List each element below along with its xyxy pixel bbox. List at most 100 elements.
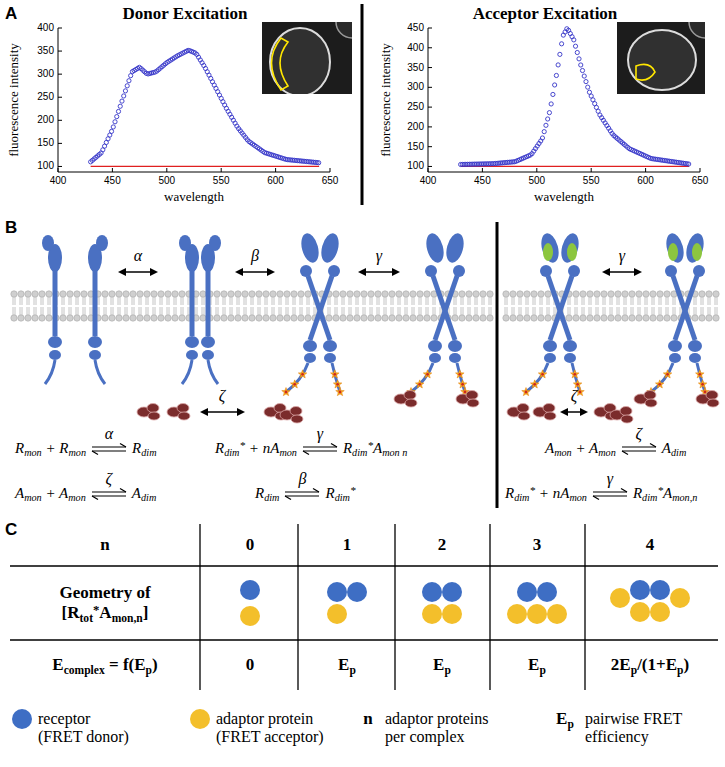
lipid-head [587, 291, 593, 297]
equation: Amon + AmonζAdim [545, 425, 686, 457]
lipid-tail [412, 297, 414, 315]
tick-label: 300 [37, 68, 54, 80]
adaptor-domain [147, 404, 159, 413]
lipid-head [466, 291, 472, 297]
panel-title: Acceptor Excitation [473, 4, 618, 24]
legend-text: adaptor protein (FRET acceptor) [216, 710, 331, 747]
arrow-stroke [92, 496, 126, 497]
text-part: 0 [246, 655, 255, 674]
lipid-head [524, 291, 530, 297]
data-point [111, 125, 115, 129]
lipid-tail [20, 297, 22, 315]
lipid-head [545, 291, 551, 297]
arrow-stroke [593, 492, 627, 493]
lipid-head [459, 291, 465, 297]
legend-text: receptor (FRET donor) [38, 710, 133, 747]
arrow-head [118, 268, 126, 276]
lipid-head [270, 291, 276, 297]
receptor-domain [663, 231, 686, 264]
receptor-tail [95, 360, 105, 384]
table-cell: Ep [528, 655, 546, 675]
receptor-tail [411, 363, 433, 392]
lipid-head [242, 291, 248, 297]
equation-term: Rdim [255, 485, 279, 502]
axis-tick [58, 120, 62, 121]
table-rule [10, 565, 718, 566]
axis-title: fluorescence intensity [379, 43, 394, 157]
phosphorylation-site [538, 370, 547, 378]
plot-axis [428, 28, 700, 172]
kinase-domain [202, 350, 214, 360]
lipid-head [32, 315, 38, 321]
lipid-tail [482, 297, 484, 315]
panel-letter: A [5, 4, 17, 24]
data-point [116, 109, 120, 113]
axis-tick [58, 166, 62, 167]
data-point [113, 120, 117, 124]
adaptor-domain [404, 391, 416, 400]
phosphorylation-site [423, 370, 432, 378]
lipid-bilayer [11, 291, 493, 321]
adaptor-circle [650, 602, 670, 622]
lipid-tail [48, 297, 50, 315]
lipid-tail [419, 297, 421, 315]
text-part: A [589, 440, 598, 456]
lipid-head [368, 291, 374, 297]
adaptor-domain [466, 391, 478, 400]
lipid-head [382, 315, 388, 321]
lipid-tail [398, 297, 400, 315]
equilibrium-arrow [301, 443, 339, 455]
subscript: mon [68, 492, 86, 503]
receptor-domain [300, 265, 312, 277]
lipid-tail [104, 297, 106, 315]
arrow-head [602, 268, 610, 276]
equation: Rdim* + nAmonγRdim*Amon,n [505, 470, 697, 502]
data-point [553, 83, 557, 87]
kinase-domain [186, 350, 198, 360]
phosphorylation-site [663, 370, 672, 378]
lipid-head [137, 315, 143, 321]
lipid-head [629, 315, 635, 321]
lipid-head [692, 315, 698, 321]
lipid-tail [223, 297, 225, 315]
lipid-head [18, 291, 24, 297]
lipid-tail [265, 297, 267, 315]
arrow-stroke [593, 496, 599, 500]
receptor-domain [318, 231, 341, 264]
lipid-tail [118, 297, 120, 315]
lipid-head [123, 291, 129, 297]
lipid-head [608, 315, 614, 321]
adaptor-domain [467, 399, 479, 407]
arrow-stroke [622, 451, 628, 455]
lipid-head [235, 315, 241, 321]
lipid-head [396, 291, 402, 297]
lipid-tail [174, 297, 176, 315]
lipid-tail [673, 297, 675, 315]
lipid-head [25, 315, 31, 321]
lipid-tail [624, 297, 626, 315]
lipid-head [389, 291, 395, 297]
axis-tick [330, 168, 331, 172]
lipid-tail [244, 297, 246, 315]
adaptor-protein [456, 391, 479, 408]
panel-letter: C [5, 520, 17, 540]
text-part: = f( [105, 655, 135, 674]
lipid-head [165, 291, 171, 297]
lipid-tail [433, 297, 435, 315]
equation-term: Rdim* + nAmon [215, 440, 297, 457]
adaptor-circle [442, 604, 462, 624]
lipid-head [11, 315, 17, 321]
lipid-head [298, 315, 304, 321]
data-point [540, 136, 544, 140]
receptor-domain [42, 235, 54, 251]
lipid-tail [27, 297, 29, 315]
equation-term: Amon + Amon [15, 485, 86, 502]
axis-tick [221, 168, 222, 172]
rate-constant: ζ [636, 425, 642, 443]
lipid-head [130, 315, 136, 321]
axis-tick [428, 107, 432, 108]
adaptor-domain [290, 407, 302, 416]
lipid-head [172, 315, 178, 321]
lipid-head [403, 315, 409, 321]
text-part: E [134, 655, 145, 674]
